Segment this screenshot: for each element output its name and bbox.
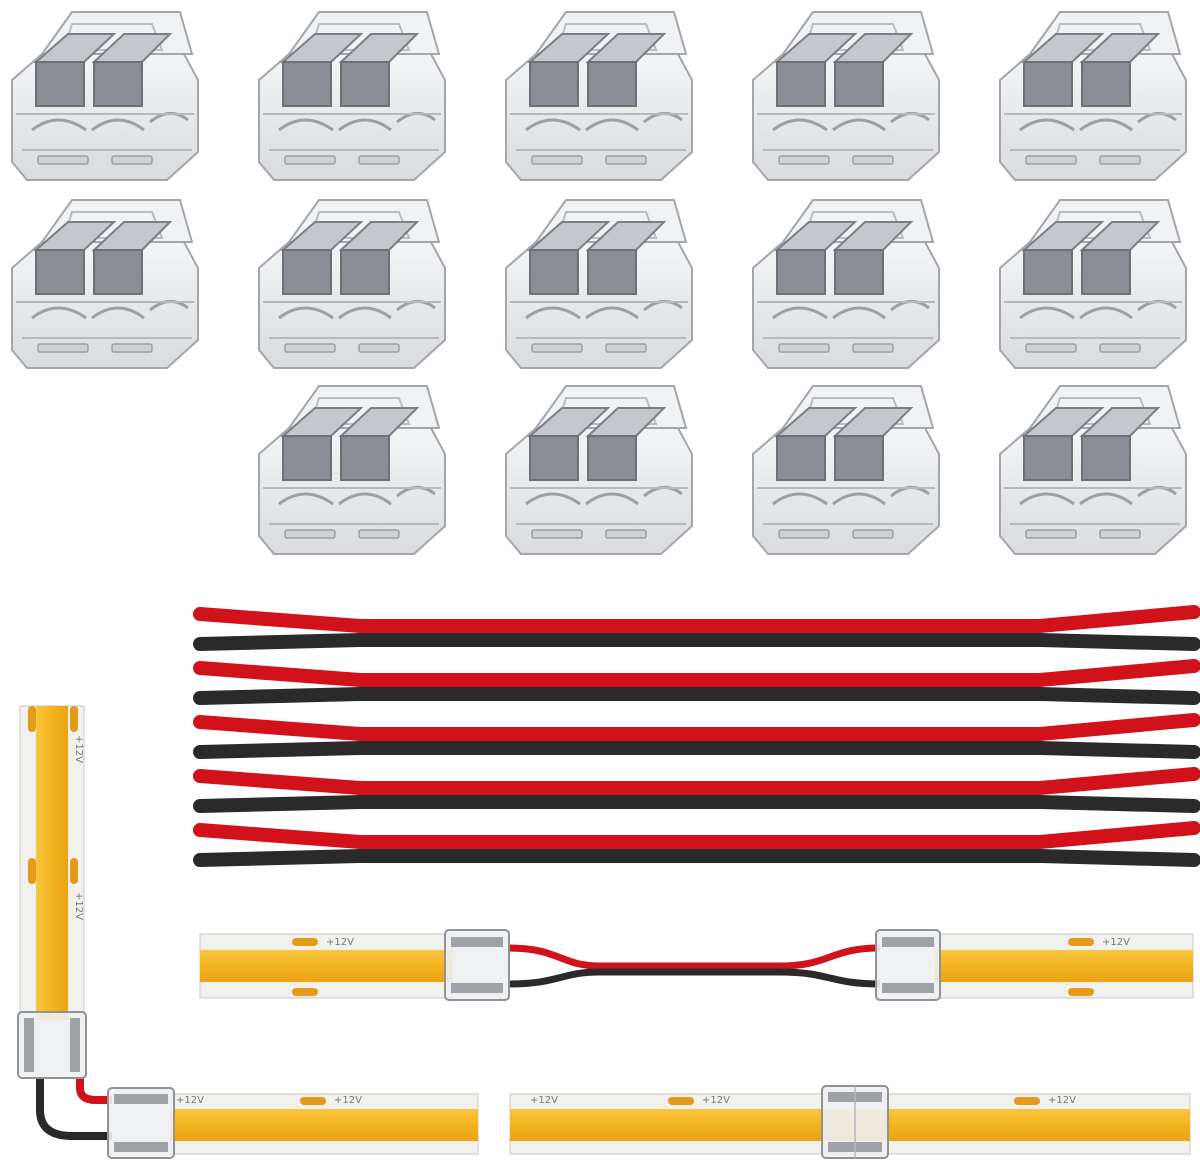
corner-wire-black bbox=[36, 1078, 112, 1140]
strip-label: +12V bbox=[176, 1095, 204, 1106]
strip-connector-clip bbox=[751, 10, 941, 182]
strip-connector-clip bbox=[504, 198, 694, 370]
jumper-wire-black bbox=[507, 968, 881, 988]
strip-label: +12V bbox=[326, 937, 354, 948]
strip-connector-clip bbox=[751, 384, 941, 556]
wire-red bbox=[193, 767, 1200, 795]
strip-connector-clip bbox=[10, 198, 200, 370]
strip-label: +12V bbox=[530, 1095, 558, 1106]
jumper-wire-red bbox=[507, 944, 881, 970]
wire-black bbox=[193, 633, 1200, 651]
strip-assembly-straight: +12V +12V +12V bbox=[509, 1085, 1191, 1159]
strip-label: +12V bbox=[73, 892, 84, 920]
strip-connector-clip bbox=[257, 198, 447, 370]
corner-wire-red bbox=[76, 1078, 112, 1104]
strip-connector-clip bbox=[257, 384, 447, 556]
strip-label: +12V bbox=[334, 1095, 362, 1106]
strip-label: +12V bbox=[73, 735, 84, 763]
wire-black bbox=[193, 849, 1200, 867]
strip-assembly-wired: +12V +12V bbox=[199, 929, 1194, 1001]
strip-connector-clip bbox=[998, 10, 1188, 182]
strip-label: +12V bbox=[1102, 937, 1130, 948]
connector-grid bbox=[10, 10, 1188, 556]
wire-red bbox=[193, 659, 1200, 687]
strip-connector-clip bbox=[257, 10, 447, 182]
wire-red bbox=[193, 821, 1200, 849]
strip-connector-clip bbox=[751, 198, 941, 370]
strip-label: +12V bbox=[1048, 1095, 1076, 1106]
strip-connector-clip bbox=[504, 384, 694, 556]
strip-connector bbox=[107, 1087, 175, 1159]
wire-black bbox=[193, 795, 1200, 813]
wire-black bbox=[193, 687, 1200, 705]
strip-connector-clip bbox=[998, 384, 1188, 556]
strip-connector bbox=[875, 929, 941, 1001]
strip-connector-clip bbox=[998, 198, 1188, 370]
wire-pairs bbox=[193, 605, 1200, 867]
strip-connector-clip bbox=[10, 10, 200, 182]
strip-label: +12V bbox=[702, 1095, 730, 1106]
strip-assembly-corner: +12V +12V +12V +12V bbox=[17, 705, 479, 1159]
strip-connector bbox=[444, 929, 510, 1001]
strip-connector bbox=[17, 1011, 87, 1079]
strip-connector-clip bbox=[504, 10, 694, 182]
wire-black bbox=[193, 741, 1200, 759]
wire-red bbox=[193, 713, 1200, 741]
wire-red bbox=[193, 605, 1200, 633]
